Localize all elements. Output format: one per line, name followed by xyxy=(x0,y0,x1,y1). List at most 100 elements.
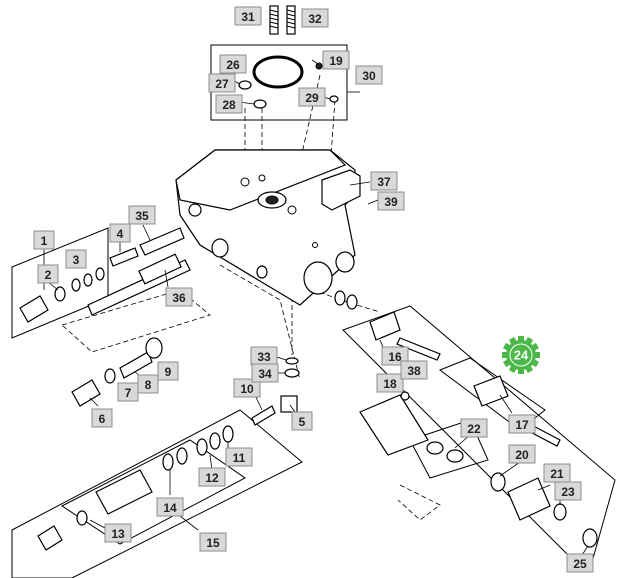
highlight-callout-gear[interactable]: 24 xyxy=(502,336,540,374)
o-ring-27 xyxy=(238,80,252,90)
callout-18[interactable]: 18 xyxy=(376,373,404,393)
callout-11[interactable]: 11 xyxy=(225,447,253,467)
callout-8[interactable]: 8 xyxy=(137,374,159,394)
callout-number: 12 xyxy=(205,471,219,485)
callout-number: 18 xyxy=(383,377,397,391)
panel-valve-1 xyxy=(11,227,109,339)
callout-number: 17 xyxy=(515,418,529,432)
callout-31[interactable]: 31 xyxy=(234,6,262,26)
callout-number: 6 xyxy=(99,412,106,426)
o-ring-right-a xyxy=(334,290,346,306)
callout-21[interactable]: 21 xyxy=(543,463,571,483)
callout-15[interactable]: 15 xyxy=(199,532,227,552)
callout-29[interactable]: 29 xyxy=(298,87,326,107)
callout-35[interactable]: 35 xyxy=(128,205,156,225)
callout-25[interactable]: 25 xyxy=(566,553,594,573)
callout-26[interactable]: 26 xyxy=(219,54,247,74)
o-ring-14b xyxy=(176,447,188,465)
callout-19[interactable]: 19 xyxy=(322,50,350,70)
o-ring-12b xyxy=(209,432,221,450)
callout-12[interactable]: 12 xyxy=(198,467,226,487)
panel-group-16 xyxy=(342,305,616,563)
callout-13[interactable]: 13 xyxy=(104,523,132,543)
callout-number: 34 xyxy=(258,367,272,381)
callout-27[interactable]: 27 xyxy=(208,73,236,93)
spring-4 xyxy=(109,247,139,267)
callout-23[interactable]: 23 xyxy=(554,481,582,501)
guide-left-body xyxy=(219,264,301,381)
cartridge-13 xyxy=(95,469,153,515)
callout-box xyxy=(215,94,243,114)
o-ring-34 xyxy=(284,368,300,378)
callout-14[interactable]: 14 xyxy=(156,497,184,517)
callout-37[interactable]: 37 xyxy=(370,171,398,191)
o-ring-11 xyxy=(222,425,234,443)
o-ring-12a xyxy=(196,438,208,456)
callout-box xyxy=(377,191,405,211)
callout-6[interactable]: 6 xyxy=(91,408,113,428)
callout-39[interactable]: 39 xyxy=(377,191,405,211)
callout-1[interactable]: 1 xyxy=(33,230,55,250)
side-plate xyxy=(321,169,361,211)
callout-33[interactable]: 33 xyxy=(250,346,278,366)
callout-box xyxy=(566,553,594,573)
piston-5 xyxy=(280,395,298,413)
callout-box xyxy=(322,50,350,70)
gear-icon xyxy=(502,336,540,374)
callout-box xyxy=(157,361,179,381)
callout-number: 32 xyxy=(308,12,322,26)
callout-box xyxy=(376,373,404,393)
callout-box xyxy=(128,205,156,225)
o-ring-14a xyxy=(162,453,174,471)
callout-number: 14 xyxy=(163,501,177,515)
callout-number: 15 xyxy=(206,536,220,550)
spring-8 xyxy=(119,351,153,379)
callout-number: 9 xyxy=(165,365,172,379)
seal-28 xyxy=(253,99,267,109)
callout-box xyxy=(156,497,184,517)
callout-4[interactable]: 4 xyxy=(109,223,131,243)
callout-box xyxy=(37,264,59,284)
callout-number: 29 xyxy=(305,91,319,105)
callout-box xyxy=(198,467,226,487)
spool-36 xyxy=(87,253,191,316)
callout-22[interactable]: 22 xyxy=(460,418,488,438)
callout-3[interactable]: 3 xyxy=(65,249,87,269)
callout-number: 10 xyxy=(240,382,254,396)
plug-6 xyxy=(71,379,101,407)
callout-30[interactable]: 30 xyxy=(355,65,383,85)
guide-spool xyxy=(61,289,211,353)
callout-number: 37 xyxy=(377,175,391,189)
callout-34[interactable]: 34 xyxy=(251,363,279,383)
callout-number: 31 xyxy=(241,10,255,24)
callout-28[interactable]: 28 xyxy=(215,94,243,114)
sleeve-17 xyxy=(473,375,509,407)
callout-7[interactable]: 7 xyxy=(117,382,139,402)
cap-9 xyxy=(145,337,163,359)
callout-labels: 1234567891011121314151617181920212223252… xyxy=(33,6,594,573)
callout-number: 27 xyxy=(215,77,229,91)
callout-number: 3 xyxy=(73,253,80,267)
callout-36[interactable]: 36 xyxy=(165,287,193,307)
o-ring-3b xyxy=(83,273,93,287)
callout-number: 30 xyxy=(362,69,376,83)
callout-17[interactable]: 17 xyxy=(508,414,536,434)
callout-10[interactable]: 10 xyxy=(233,378,261,398)
callout-box xyxy=(301,8,329,28)
callout-box xyxy=(400,360,428,380)
callout-number: 8 xyxy=(145,378,152,392)
plug-1 xyxy=(19,295,49,323)
callout-38[interactable]: 38 xyxy=(400,360,428,380)
spring-32 xyxy=(286,5,296,35)
callout-2[interactable]: 2 xyxy=(37,264,59,284)
callout-number: 7 xyxy=(125,386,132,400)
callout-20[interactable]: 20 xyxy=(508,444,536,464)
callout-box xyxy=(137,374,159,394)
guide-22 xyxy=(397,484,441,521)
callout-9[interactable]: 9 xyxy=(157,361,179,381)
callout-number: 28 xyxy=(222,98,236,112)
callout-number: 35 xyxy=(135,209,149,223)
callout-32[interactable]: 32 xyxy=(301,8,329,28)
o-ring-23 xyxy=(553,503,567,521)
callout-5[interactable]: 5 xyxy=(291,411,313,431)
